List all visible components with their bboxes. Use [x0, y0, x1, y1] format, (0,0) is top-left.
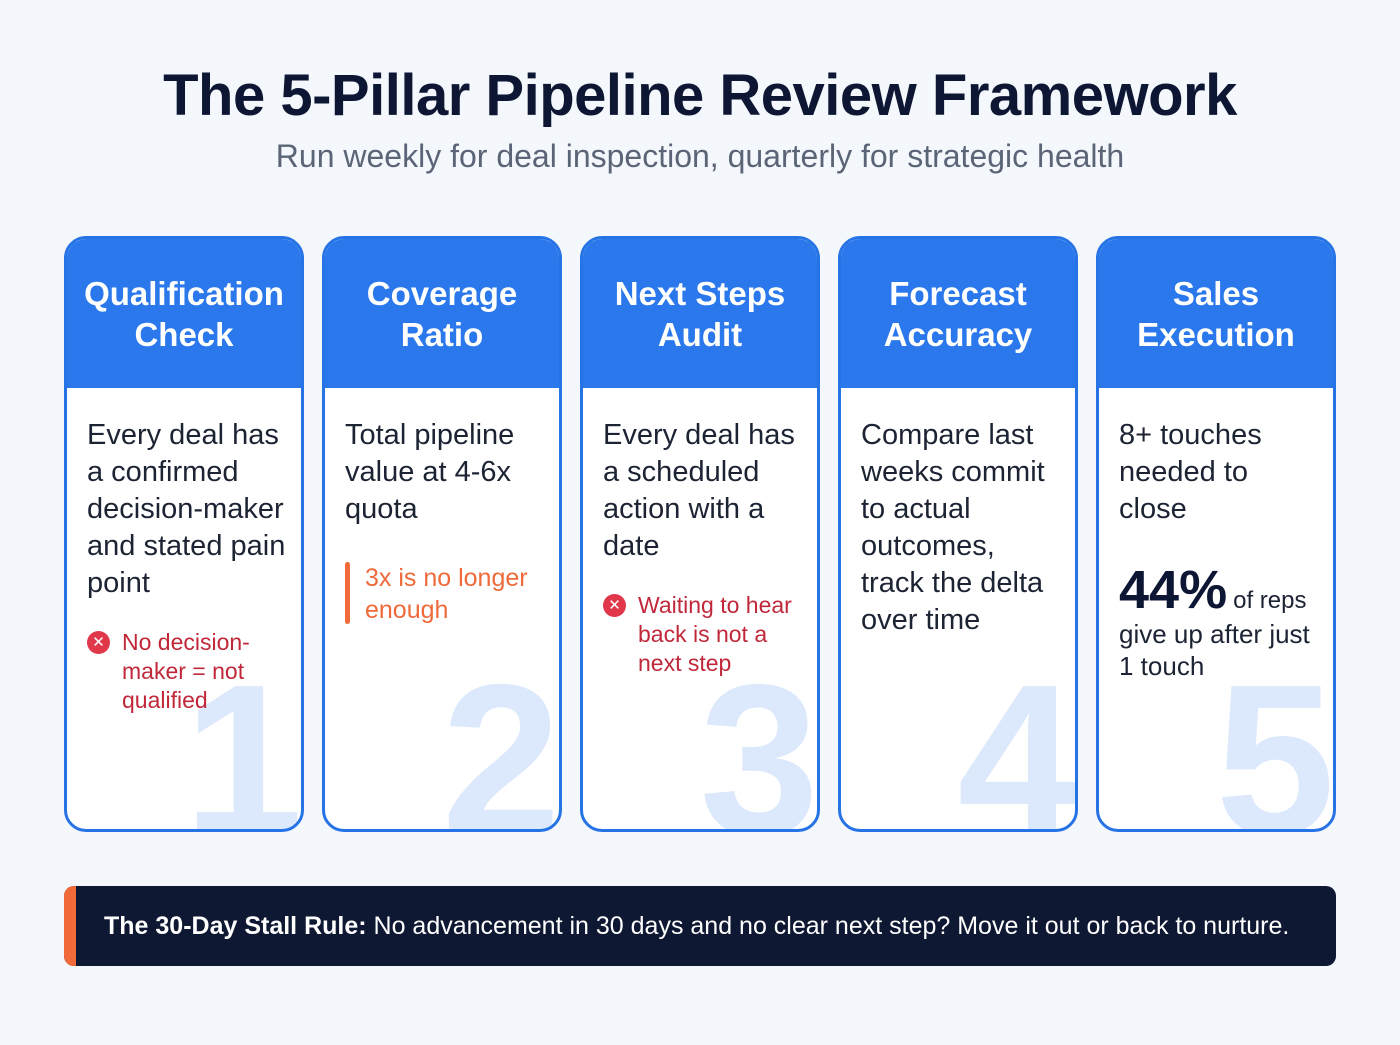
pillar-title: Forecast Accuracy: [841, 239, 1075, 388]
pillar-number: 3: [699, 639, 819, 832]
accent-bar-icon: [345, 562, 350, 624]
pillar-description: Compare last weeks commit to actual outc…: [861, 419, 1045, 636]
pillar-description: Total pipeline value at 4-6x quota: [345, 419, 515, 525]
pillar-card-coverage: 2 Coverage Ratio Total pipeline value at…: [322, 236, 562, 832]
page-title: The 5-Pillar Pipeline Review Framework: [163, 63, 1237, 128]
pillar-number: 2: [441, 639, 561, 832]
pillar-description: Every deal has a scheduled action with a…: [603, 419, 795, 562]
stall-rule-banner: The 30-Day Stall Rule: No advancement in…: [64, 886, 1336, 966]
x-circle-icon: ✕: [603, 594, 626, 617]
pillar-title: Next Steps Audit: [583, 239, 817, 388]
stat-description: give up after just 1 touch: [1119, 619, 1310, 681]
pillar-description: Every deal has a confirmed decision-make…: [87, 419, 286, 599]
pillar-warning: ✕ No decision-maker = not qualified: [87, 628, 287, 715]
rule-description: No advancement in 30 days and no clear n…: [373, 911, 1290, 940]
pillar-warning-text: No decision-maker = not qualified: [122, 629, 250, 713]
pillar-cards: 1 Qualification Check Every deal has a c…: [64, 236, 1336, 832]
pillar-title: Sales Execution: [1099, 239, 1333, 388]
pillar-number: 4: [957, 639, 1077, 832]
stat-value: 44%: [1119, 560, 1228, 620]
pillar-body: 8+ touches needed to close 44%of reps gi…: [1119, 417, 1319, 682]
rule-label: The 30-Day Stall Rule:: [104, 911, 367, 940]
pillar-number: 1: [183, 639, 303, 832]
x-circle-icon: ✕: [87, 631, 110, 654]
pillar-card-execution: 5 Sales Execution 8+ touches needed to c…: [1096, 236, 1336, 832]
pillar-body: Every deal has a scheduled action with a…: [603, 417, 803, 678]
pillar-warning: ✕ Waiting to hear back is not a next ste…: [603, 591, 803, 678]
pillar-card-forecast: 4 Forecast Accuracy Compare last weeks c…: [838, 236, 1078, 832]
pillar-number: 5: [1215, 639, 1335, 832]
pillar-description: 8+ touches needed to close: [1119, 419, 1262, 525]
pillar-title: Qualification Check: [67, 239, 301, 388]
rule-accent-bar: [64, 886, 76, 966]
pillar-body: Compare last weeks commit to actual outc…: [861, 417, 1061, 639]
pillar-card-qualification: 1 Qualification Check Every deal has a c…: [64, 236, 304, 832]
rule-text: The 30-Day Stall Rule: No advancement in…: [104, 912, 1289, 941]
pillar-title: Coverage Ratio: [325, 239, 559, 388]
pillar-body: Every deal has a confirmed decision-make…: [87, 417, 287, 715]
pillar-warning-text: Waiting to hear back is not a next step: [638, 592, 792, 676]
pillar-body: Total pipeline value at 4-6x quota 3x is…: [345, 417, 545, 626]
pillar-stat: 44%of reps give up after just 1 touch: [1119, 560, 1319, 682]
pillar-note-text: 3x is no longer enough: [365, 564, 528, 624]
stat-suffix: of reps: [1233, 587, 1307, 614]
page-subtitle: Run weekly for deal inspection, quarterl…: [275, 138, 1125, 174]
pillar-card-next-steps: 3 Next Steps Audit Every deal has a sche…: [580, 236, 820, 832]
pillar-note: 3x is no longer enough: [345, 562, 545, 626]
